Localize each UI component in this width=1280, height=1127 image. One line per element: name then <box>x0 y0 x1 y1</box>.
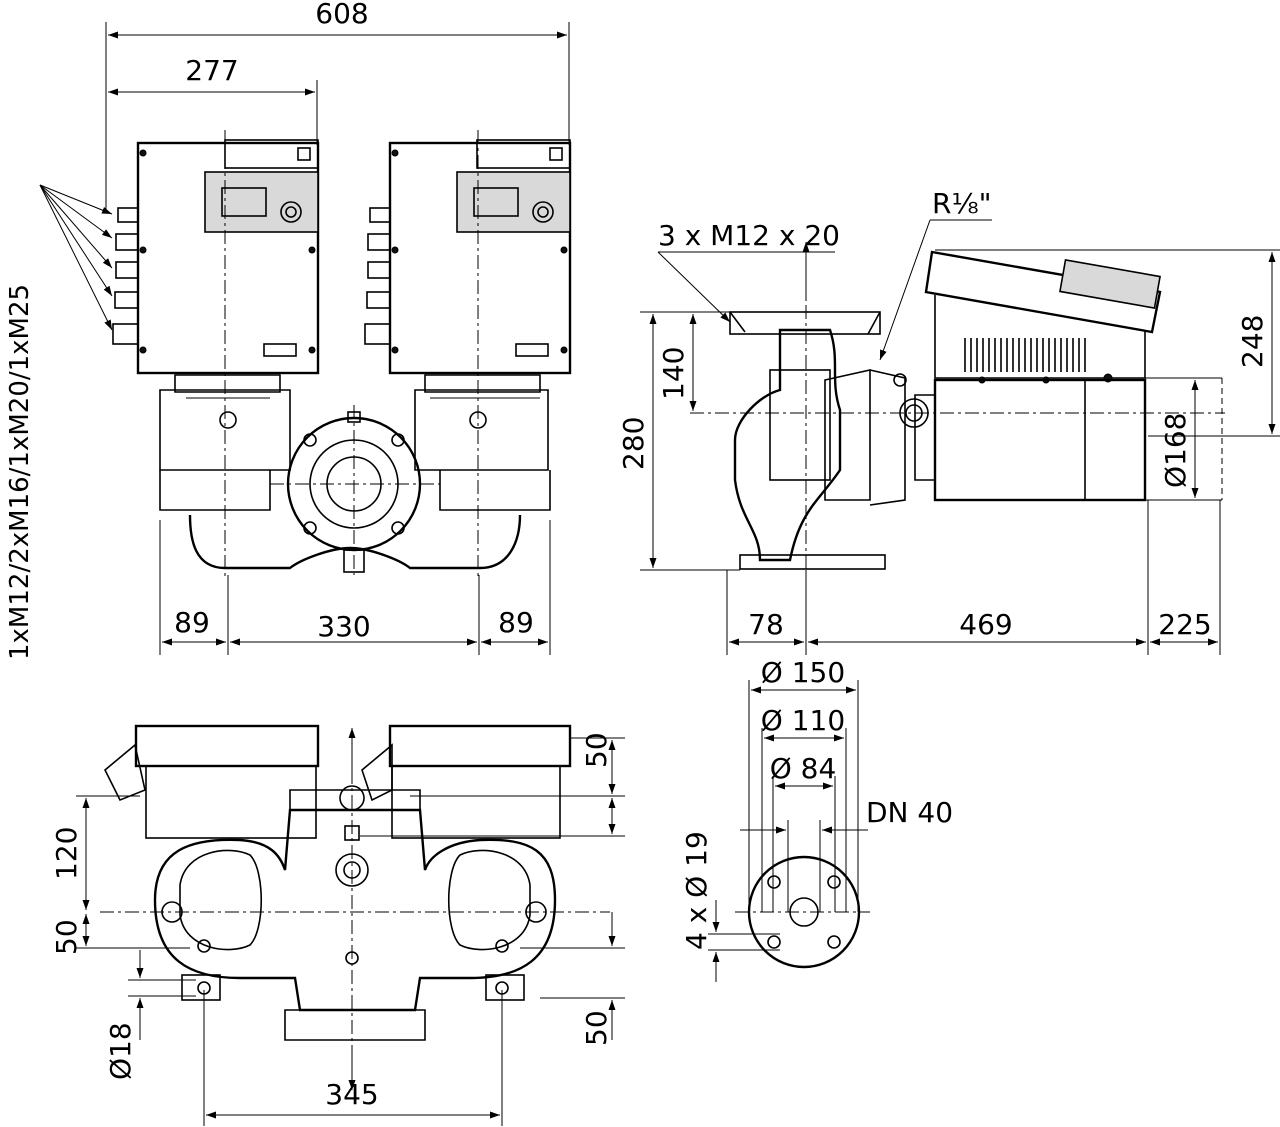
dim-50-top-label: 50 <box>580 732 613 768</box>
dim-469-label: 469 <box>959 608 1012 641</box>
dim-225-label: 225 <box>1158 608 1211 641</box>
heat-sink-fins <box>964 338 1086 372</box>
flange-holes-label: 4 x Ø 19 <box>680 831 713 950</box>
cable-gland-label: 1xM12/2xM16/1xM20/1xM25 <box>5 284 35 660</box>
bolt-hole-18-label: Ø18 <box>104 1022 137 1080</box>
cable-gland-leaders <box>39 184 113 331</box>
top-view: 50 50 120 50 Ø18 345 <box>50 724 625 1126</box>
dim-89-right-label: 89 <box>498 606 534 639</box>
side-pump-housing <box>690 280 1225 575</box>
flange-dn-label: DN 40 <box>866 796 953 829</box>
flange-id-label: Ø 84 <box>770 752 837 785</box>
flange-bc-label: Ø 110 <box>761 704 845 737</box>
dim-140-label: 140 <box>657 347 690 400</box>
pump-body-front <box>159 374 551 575</box>
side-view: 3 x M12 x 20 R⅛" 140 280 248 Ø168 78 <box>617 187 1280 655</box>
dim-608: 608 <box>105 0 570 210</box>
flange-detail: Ø 150 Ø 110 Ø 84 DN 40 4 x Ø 19 <box>680 656 953 982</box>
left-motor-box <box>112 130 320 580</box>
dim-345-label: 345 <box>325 1078 378 1111</box>
dim-78-label: 78 <box>748 608 784 641</box>
thread-spec-label: R⅛" <box>932 187 991 220</box>
dim-280-label: 280 <box>617 417 650 470</box>
dim-608-label: 608 <box>315 0 368 30</box>
dim-277: 277 <box>108 54 318 145</box>
dim-330-label: 330 <box>317 610 370 643</box>
side-control-box <box>924 250 1162 384</box>
dim-bottom-front: 89 330 89 <box>159 520 551 655</box>
dim-89-left-label: 89 <box>174 606 210 639</box>
dim-50-right-label: 50 <box>580 1010 613 1046</box>
front-view: 608 277 1xM12/2xM16/1xM20/1xM25 <box>5 0 572 660</box>
flange-od-label: Ø 150 <box>761 656 845 689</box>
dim-120-label: 120 <box>50 827 83 880</box>
side-motor <box>914 378 1147 502</box>
dim-277-label: 277 <box>185 54 238 87</box>
dim-248-label: 248 <box>1236 315 1269 368</box>
dim-50-left-label: 50 <box>50 919 83 955</box>
motor-diameter-label: Ø168 <box>1159 413 1192 488</box>
right-motor-box <box>364 130 572 580</box>
bolts-spec-label: 3 x M12 x 20 <box>658 219 840 252</box>
